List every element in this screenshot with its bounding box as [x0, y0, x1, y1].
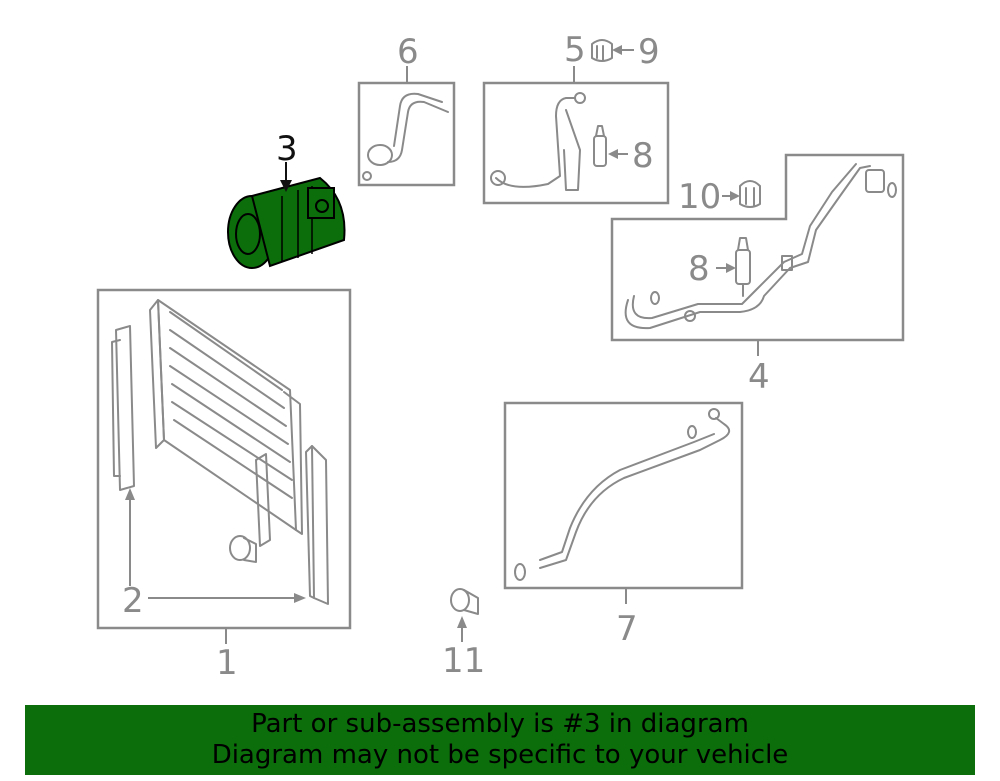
callout-8-lower[interactable]: 8 — [688, 249, 710, 289]
arrow-8a — [608, 149, 618, 159]
arrow-10 — [730, 191, 740, 201]
part-4-box — [610, 153, 905, 342]
bracket-part-2-right[interactable] — [305, 445, 329, 605]
arrow-8b — [726, 263, 736, 273]
cap-part-10[interactable] — [739, 180, 761, 208]
sensor-part-8-upper[interactable] — [593, 125, 607, 167]
banner-line-2: Diagram may not be specific to your vehi… — [211, 740, 789, 770]
bracket-part-2-left[interactable] — [111, 325, 135, 491]
callout-2[interactable]: 2 — [122, 581, 144, 621]
hose-part-4[interactable] — [624, 163, 897, 330]
sensor-part-8-lower[interactable] — [735, 237, 751, 297]
arrow-2-right — [294, 593, 306, 603]
part-1-box — [96, 288, 352, 630]
callout-3[interactable]: 3 — [276, 129, 298, 169]
callout-8-upper[interactable]: 8 — [632, 136, 654, 176]
banner-line-1: Part or sub-assembly is #3 in diagram — [251, 709, 749, 739]
callout-9[interactable]: 9 — [638, 32, 660, 72]
hose-part-6[interactable] — [362, 92, 449, 181]
arrow-2-up — [125, 488, 135, 500]
part-6-box — [357, 81, 456, 187]
callout-11[interactable]: 11 — [442, 641, 485, 681]
plug-part-1[interactable] — [229, 535, 257, 563]
cap-part-9[interactable] — [591, 39, 613, 62]
hose-part-5[interactable] — [490, 92, 586, 191]
parts-diagram: 3 6 5 9 8 10 8 4 2 1 7 11 — [96, 30, 905, 683]
callout-7[interactable]: 7 — [616, 609, 638, 649]
arrow-9 — [612, 45, 622, 55]
info-banner: Part or sub-assembly is #3 in diagram Di… — [25, 705, 975, 775]
hose-part-7[interactable] — [514, 408, 731, 581]
callout-5[interactable]: 5 — [564, 30, 586, 70]
arrow-3 — [280, 180, 292, 192]
plug-part-11[interactable] — [450, 588, 479, 615]
part-5-box — [482, 81, 670, 205]
callout-1[interactable]: 1 — [216, 643, 238, 683]
condenser-part-1[interactable] — [149, 299, 303, 547]
part-7-box — [503, 401, 744, 590]
callout-4[interactable]: 4 — [748, 357, 770, 397]
callout-6[interactable]: 6 — [397, 32, 419, 72]
arrow-11 — [457, 616, 467, 628]
callout-10[interactable]: 10 — [678, 177, 721, 217]
compressor-part-3[interactable] — [227, 176, 346, 269]
